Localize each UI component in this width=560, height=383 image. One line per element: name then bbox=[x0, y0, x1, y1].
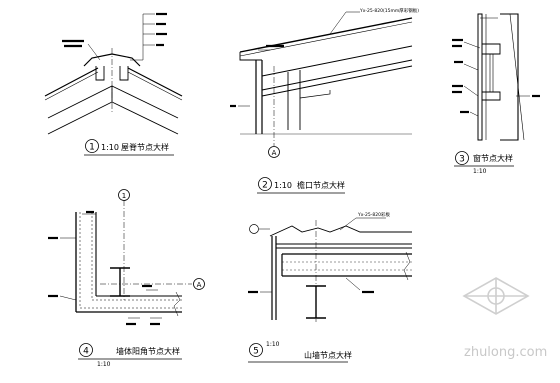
ridge-roof-panel-left bbox=[44, 67, 99, 97]
ridge-rafter-right bbox=[111, 85, 179, 135]
eave-panel-callout: Yx-25-820(15mm厚彩钢板) bbox=[359, 7, 419, 14]
gable-purlin-hatch bbox=[282, 261, 412, 271]
detail-4-number: 4 bbox=[83, 347, 89, 357]
eave-beam bbox=[261, 45, 413, 97]
detail-3-title: 3 窗节点大样 1:10 bbox=[454, 151, 514, 175]
ridge-note-marks bbox=[62, 12, 167, 48]
window-column-slope bbox=[509, 13, 525, 141]
corner-wall-insulation-horizontal bbox=[80, 299, 182, 309]
detail-2-title-text: 檐口节点大样 bbox=[297, 180, 345, 190]
detail-5-scale: 1:10 bbox=[266, 341, 280, 348]
ridge-leader-lines bbox=[87, 13, 155, 61]
window-note-marks bbox=[452, 38, 540, 114]
axis-a-label: A bbox=[272, 149, 277, 157]
detail-4-number-circle bbox=[79, 343, 93, 357]
detail-4-wall-corner bbox=[48, 200, 192, 326]
ridge-roof-panel-right-inner bbox=[127, 71, 183, 101]
detail-5-title-text: 山墙节点大样 bbox=[304, 350, 352, 360]
watermark: zhulong.com bbox=[462, 277, 547, 360]
detail-5-number: 5 bbox=[253, 347, 259, 357]
gable-roof-panel bbox=[276, 243, 412, 249]
axis-a-label-d4: A bbox=[197, 281, 202, 289]
detail-2-number-circle bbox=[258, 177, 272, 191]
corner-note-marks bbox=[48, 210, 160, 326]
window-frame-upper bbox=[482, 43, 501, 55]
axis-1-circle-d5 bbox=[249, 224, 259, 234]
corner-column-h-section bbox=[110, 267, 130, 297]
corner-wall-break-line bbox=[173, 291, 181, 317]
corner-wall-insulation-vertical bbox=[79, 212, 93, 308]
detail-4-title: 4 墙体阳角节点大样 1:10 bbox=[78, 343, 182, 368]
window-glass bbox=[489, 54, 494, 92]
detail-1-number: 1 bbox=[89, 143, 95, 153]
detail-5-title: 5 1:10 山墙节点大样 bbox=[248, 341, 352, 363]
ridge-roof-panel-right bbox=[127, 67, 183, 97]
corner-leader-lines bbox=[59, 213, 162, 319]
ridge-roof-panel-left-inner bbox=[44, 71, 99, 101]
detail-1-ridge bbox=[44, 12, 183, 135]
eave-leader-lines bbox=[238, 11, 360, 107]
gable-rafter bbox=[281, 253, 412, 277]
eave-haunch bbox=[299, 90, 331, 99]
gable-leader-lines bbox=[260, 217, 386, 293]
window-frame-lower bbox=[482, 91, 501, 101]
detail-5-gable bbox=[248, 217, 412, 322]
detail-5-number-circle bbox=[249, 343, 263, 357]
detail-3-number: 3 bbox=[459, 155, 465, 165]
detail-3-number-circle bbox=[455, 151, 469, 165]
eave-gutter bbox=[239, 52, 262, 61]
gable-panel-callout: Yx-25-820彩板 bbox=[357, 211, 390, 218]
eave-note-marks bbox=[230, 44, 284, 108]
watermark-logo-icon bbox=[462, 277, 530, 315]
detail-1-title: 1 1:10 屋脊节点大样 bbox=[84, 139, 174, 156]
axis-1-circle-d4 bbox=[118, 189, 130, 201]
axis-1-label-d4: 1 bbox=[122, 192, 126, 200]
detail-1-scale: 1:10 bbox=[101, 143, 119, 152]
gable-edge-flashing bbox=[269, 225, 412, 237]
window-wall-outer bbox=[477, 13, 483, 141]
ridge-cap-detail bbox=[95, 66, 129, 81]
detail-2-title: 2 1:10 檐口节点大样 bbox=[257, 177, 345, 194]
detail-2-number: 2 bbox=[262, 181, 268, 191]
window-leader-lines bbox=[463, 17, 530, 117]
detail-1-number-circle bbox=[85, 139, 99, 153]
detail-4-scale: 1:10 bbox=[97, 361, 111, 368]
detail-2-eave bbox=[230, 11, 413, 146]
eave-roof-panel bbox=[239, 17, 413, 53]
eave-column bbox=[255, 60, 263, 134]
detail-3-scale: 1:10 bbox=[473, 168, 487, 175]
axis-a-circle bbox=[268, 146, 280, 158]
watermark-text: zhulong.com bbox=[464, 345, 547, 360]
detail-4-title-text: 墙体阳角节点大样 bbox=[116, 346, 180, 356]
detail-3-window bbox=[452, 13, 540, 141]
gable-wall-panel bbox=[271, 236, 277, 320]
eave-roof-panel-inner bbox=[239, 21, 413, 57]
gable-break-line bbox=[403, 251, 411, 281]
detail-3-title-text: 窗节点大样 bbox=[473, 153, 513, 163]
detail-1-title-text: 屋脊节点大样 bbox=[121, 142, 169, 152]
window-column bbox=[500, 13, 519, 141]
detail-2-scale: 1:10 bbox=[274, 181, 292, 190]
axis-a-circle-d4 bbox=[193, 278, 205, 290]
eave-stiffeners bbox=[287, 70, 301, 130]
